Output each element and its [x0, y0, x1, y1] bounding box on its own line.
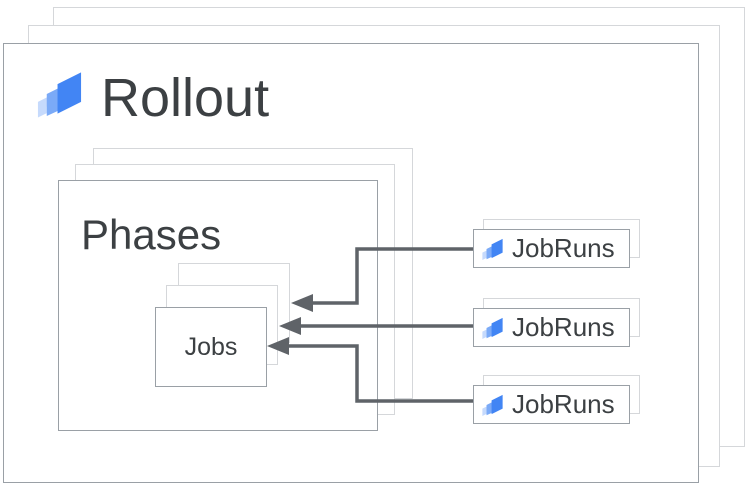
- jobruns-label: JobRuns: [512, 312, 615, 342]
- jobruns-logo-icon: [482, 317, 503, 339]
- cloud-deploy-logo-icon: [37, 72, 82, 118]
- jobruns-logo-icon: [482, 394, 503, 416]
- phases-label: Phases: [81, 211, 222, 258]
- logo-dark-parallelogram: [491, 317, 503, 338]
- jobs-card-front: Jobs: [155, 307, 267, 387]
- logo-dark-parallelogram: [491, 238, 503, 259]
- logo-dark-parallelogram: [491, 394, 503, 415]
- jobruns-3-card-front: JobRuns: [473, 385, 630, 424]
- rollout-label: Rollout: [101, 68, 270, 128]
- jobruns-1-card-front: JobRuns: [473, 229, 630, 268]
- jobruns-label: JobRuns: [512, 233, 615, 263]
- jobruns-label: JobRuns: [512, 389, 615, 419]
- logo-dark-parallelogram: [57, 72, 82, 114]
- jobs-label: Jobs: [184, 332, 238, 361]
- jobruns-2-card-front: JobRuns: [473, 308, 630, 347]
- jobruns-logo-icon: [482, 238, 503, 260]
